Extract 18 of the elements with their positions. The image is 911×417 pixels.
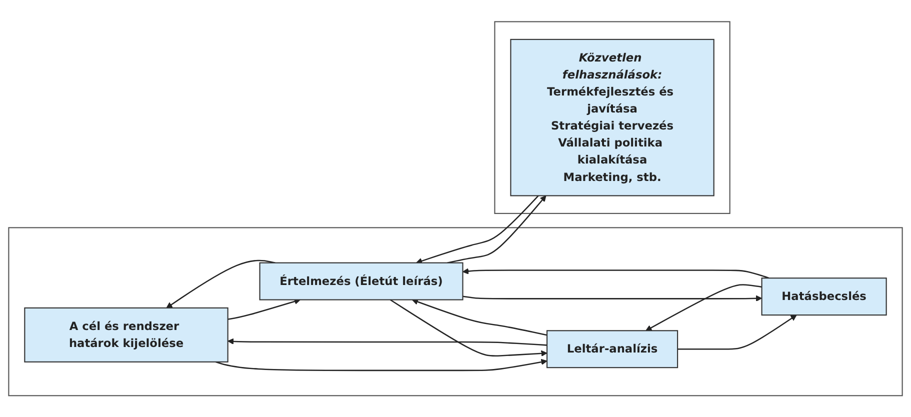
arrow	[228, 338, 548, 346]
arrow	[390, 299, 548, 356]
node-box	[24, 307, 228, 362]
node-box	[546, 330, 678, 368]
arrow	[646, 284, 762, 331]
arrow	[215, 358, 548, 371]
arrow	[462, 295, 762, 302]
flowchart-diagram: A cél és rendszer határok kijelölése Leltár-analízis Hatásbecslés Értelmezés (Életút leírás) Közvetlen felhasználások: Termékfejlesztés és javítása Stratégiai tervezés Vállalati politika kialakítása Marketing, stb.	[3, 16, 908, 402]
arrow	[228, 298, 300, 320]
cluster	[8, 226, 903, 396]
arrow	[416, 195, 539, 264]
arrow	[412, 298, 548, 336]
node-box	[259, 262, 464, 300]
node-box	[510, 38, 714, 196]
arrow	[678, 314, 797, 350]
cluster	[494, 20, 730, 214]
arrow	[462, 268, 770, 279]
node-box	[761, 277, 887, 316]
